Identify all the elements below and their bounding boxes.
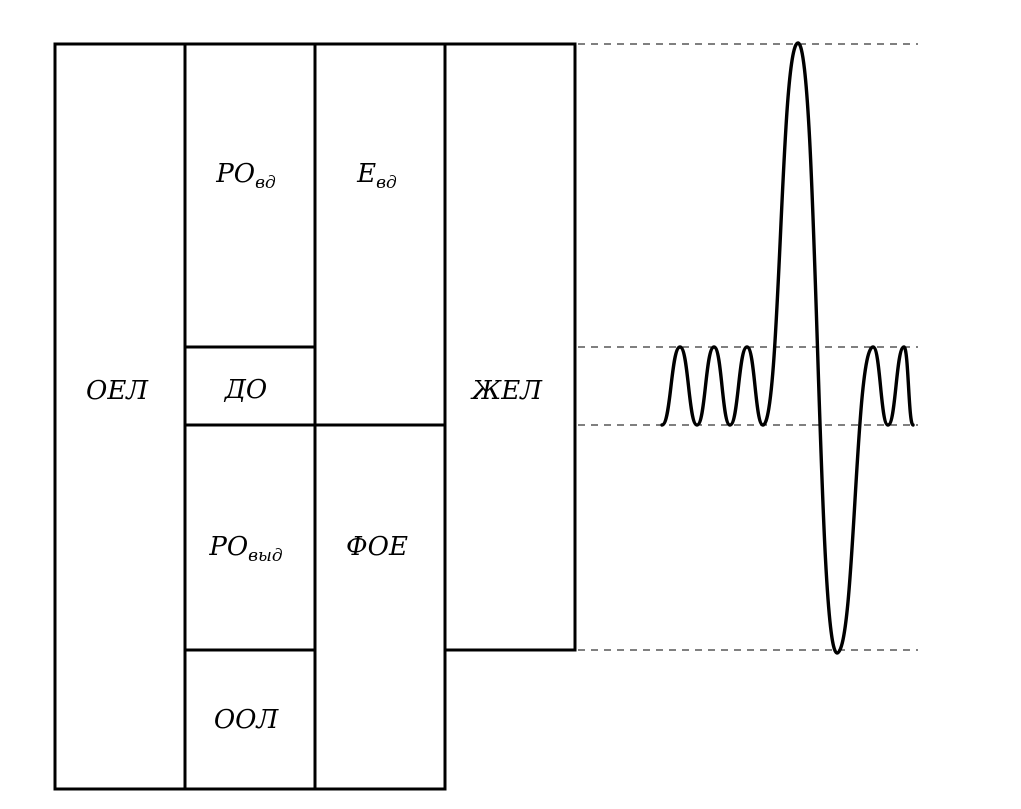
label-e-in: Евд bbox=[356, 159, 397, 193]
label-ro-in-sub: вд bbox=[255, 173, 276, 193]
label-do: ДО bbox=[224, 375, 267, 405]
label-foe: ФОЕ bbox=[346, 532, 408, 562]
label-ool: ООЛ bbox=[214, 705, 280, 735]
label-ro-in-main: РО bbox=[215, 159, 255, 189]
box-ro-out bbox=[183, 423, 317, 652]
label-ro-out: РОвыд bbox=[208, 532, 283, 566]
label-zhel: ЖЕЛ bbox=[470, 376, 543, 406]
label-e-in-sub: вд bbox=[376, 173, 397, 193]
box-zhel bbox=[443, 42, 577, 652]
label-ro-in: РОвд bbox=[215, 159, 276, 193]
box-oel bbox=[53, 42, 187, 791]
label-ro-out-main: РО bbox=[208, 532, 248, 562]
volume-boxes bbox=[53, 42, 577, 791]
box-ro-in bbox=[183, 42, 317, 349]
volume-labels: ОЕЛ РОвд Евд ДО ЖЕЛ РОвыд ФОЕ ООЛ bbox=[86, 159, 543, 735]
spirogram-wave bbox=[660, 41, 915, 655]
label-oel: ОЕЛ bbox=[86, 376, 149, 406]
label-ro-out-sub: выд bbox=[248, 546, 283, 566]
box-foe bbox=[313, 423, 447, 791]
box-e-in bbox=[313, 42, 447, 427]
label-e-in-main: Е bbox=[356, 159, 376, 189]
